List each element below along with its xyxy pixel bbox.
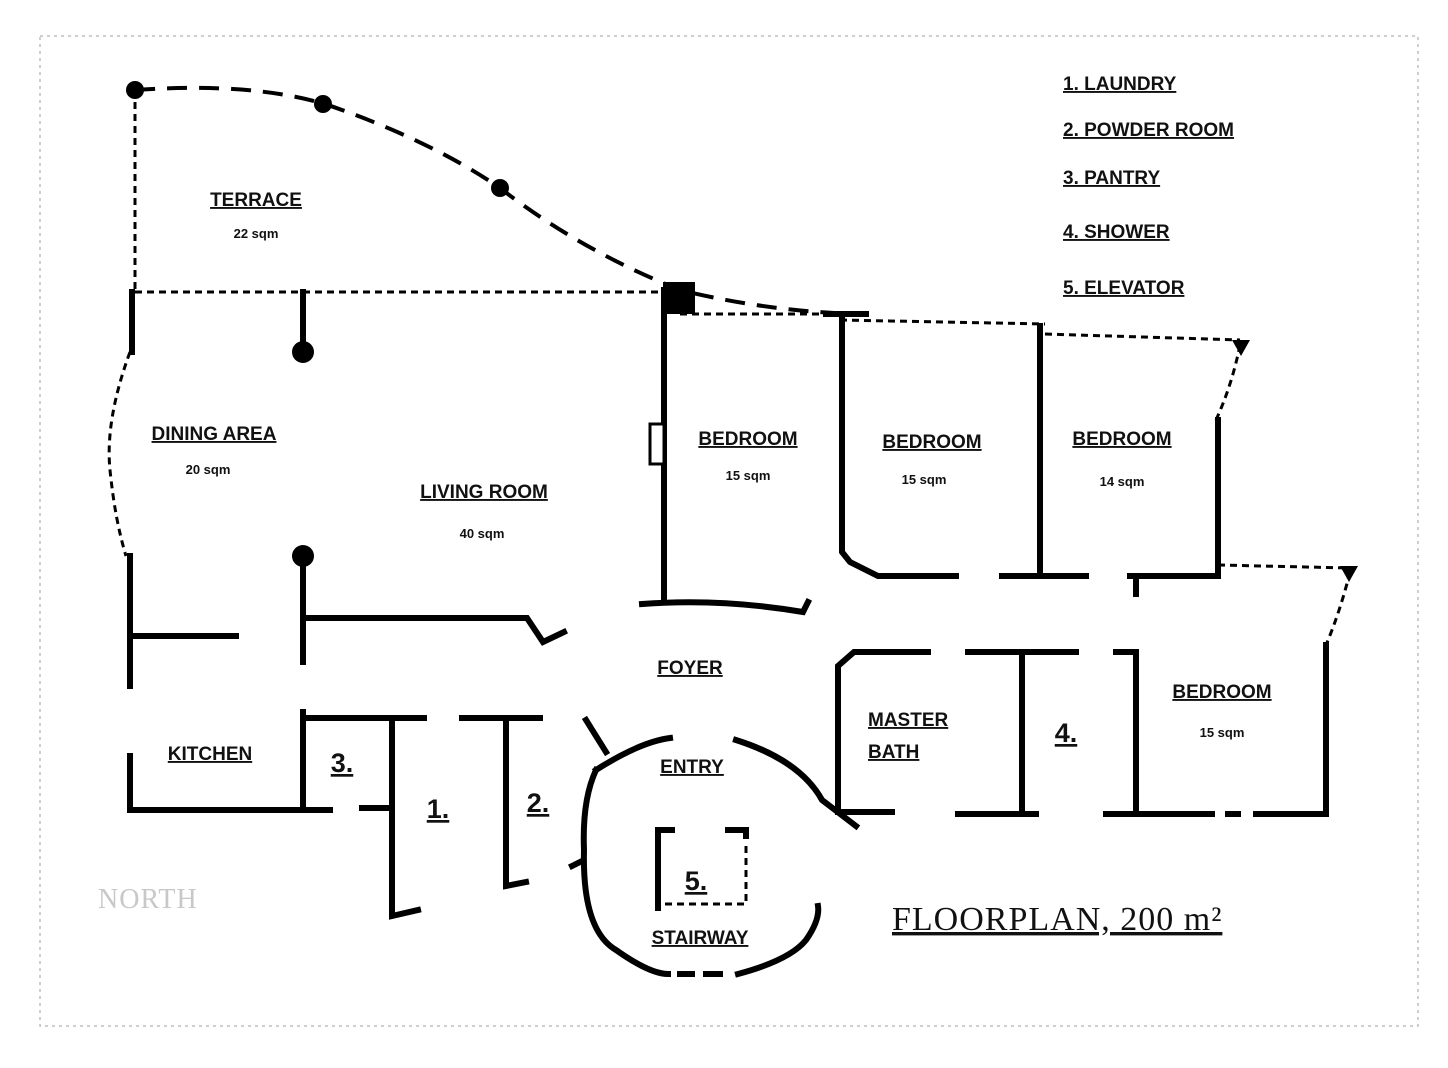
shower-marker: 4.	[1055, 718, 1078, 748]
bedroom-3-label: BEDROOM	[1072, 429, 1171, 450]
terrace-corner-column	[663, 282, 695, 314]
legend-item-shower: 4. SHOWER	[1063, 222, 1170, 243]
terrace-label: TERRACE	[210, 190, 302, 211]
powder-room-marker: 2.	[527, 788, 550, 818]
kitchen-label: KITCHEN	[168, 744, 252, 765]
legend-item-laundry: 1. LAUNDRY	[1063, 74, 1177, 95]
legend-item-powder-room: 2. POWDER ROOM	[1063, 120, 1234, 141]
terrace-outline	[126, 81, 861, 316]
terrace-post-2	[314, 95, 332, 113]
window	[648, 422, 666, 466]
master-bath-label-line1: MASTER	[868, 710, 949, 731]
bedroom-1-label: BEDROOM	[698, 429, 797, 450]
legend: 1. LAUNDRY 2. POWDER ROOM 3. PANTRY 4. S…	[1063, 74, 1234, 299]
living-dining-walls	[127, 289, 568, 689]
bedroom-1-area: 15 sqm	[726, 468, 771, 483]
bedroom-3-area: 14 sqm	[1100, 474, 1145, 489]
legend-item-elevator: 5. ELEVATOR	[1063, 278, 1185, 299]
service-walls	[127, 709, 543, 920]
pantry-marker: 3.	[331, 748, 354, 778]
stairway-label: STAIRWAY	[652, 928, 749, 949]
post-marker	[1232, 340, 1250, 356]
elevator-marker: 5.	[685, 866, 708, 896]
terrace-area: 22 sqm	[234, 226, 279, 241]
living-room-area: 40 sqm	[460, 526, 505, 541]
bedroom-walls	[638, 287, 1221, 616]
laundry-marker: 1.	[427, 794, 450, 824]
north-label: NORTH	[98, 884, 198, 915]
dining-area-size: 20 sqm	[186, 462, 231, 477]
dining-area-label: DINING AREA	[152, 424, 277, 445]
bedroom-2-label: BEDROOM	[882, 432, 981, 453]
terrace-post-3	[491, 179, 509, 197]
master-suite-walls	[732, 642, 1329, 831]
post-marker	[1340, 566, 1358, 582]
page-border	[39, 35, 1419, 1027]
floorplan-title: FLOORPLAN, 200 m²	[892, 901, 1222, 938]
dashed-boundaries	[107, 290, 1358, 646]
foyer-label: FOYER	[657, 658, 723, 679]
bedroom-4-area: 15 sqm	[1200, 725, 1245, 740]
bedroom-2-area: 15 sqm	[902, 472, 947, 487]
entry-label: ENTRY	[660, 757, 724, 778]
legend-item-pantry: 3. PANTRY	[1063, 168, 1160, 189]
terrace-post-1	[126, 81, 144, 99]
stairway-walls	[567, 715, 822, 978]
living-room-label: LIVING ROOM	[420, 482, 548, 503]
master-bath-label-line2: BATH	[868, 742, 919, 763]
bedroom-4-label: BEDROOM	[1172, 682, 1271, 703]
